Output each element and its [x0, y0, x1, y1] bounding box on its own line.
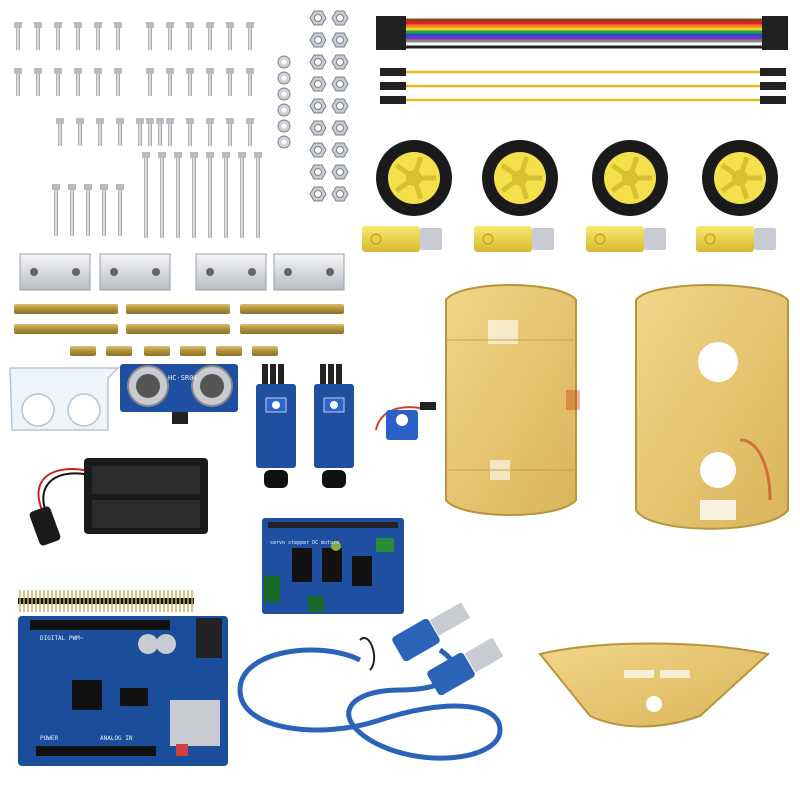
shield-label: servo stepper DC motors	[270, 540, 339, 546]
board-digital-label: DIGITAL PWM~	[40, 635, 84, 642]
caster-plate	[538, 642, 771, 728]
microcontroller-board: DIGITAL PWM~ ANALOG IN POWER	[18, 616, 228, 766]
motor-driver-shield: servo stepper DC motors	[262, 518, 404, 614]
brass-standoffs	[14, 304, 344, 356]
chassis-plate-top	[635, 284, 789, 530]
rainbow-jumper-cable	[376, 16, 788, 50]
usb-cable	[237, 602, 504, 761]
micro-servo	[375, 402, 436, 440]
sensor-model-label: HC-SR04	[168, 374, 198, 382]
board-power-label: POWER	[40, 735, 58, 742]
wheels	[376, 140, 778, 216]
battery-holder	[29, 458, 208, 546]
board-analog-label: ANALOG IN	[100, 735, 133, 742]
screws-short	[14, 22, 254, 146]
ultrasonic-sensor: HC-SR04	[120, 364, 238, 424]
ultrasonic-holder	[9, 367, 120, 431]
dupont-wires	[380, 68, 786, 104]
ir-sensor-right	[314, 364, 354, 488]
ir-sensor-left	[256, 364, 296, 488]
gear-motors	[362, 226, 776, 252]
aluminium-brackets	[19, 253, 345, 291]
pin-header-strip	[18, 590, 194, 612]
hex-nuts	[277, 10, 349, 202]
screws-long	[52, 152, 262, 238]
chassis-plate-clear	[445, 284, 580, 516]
